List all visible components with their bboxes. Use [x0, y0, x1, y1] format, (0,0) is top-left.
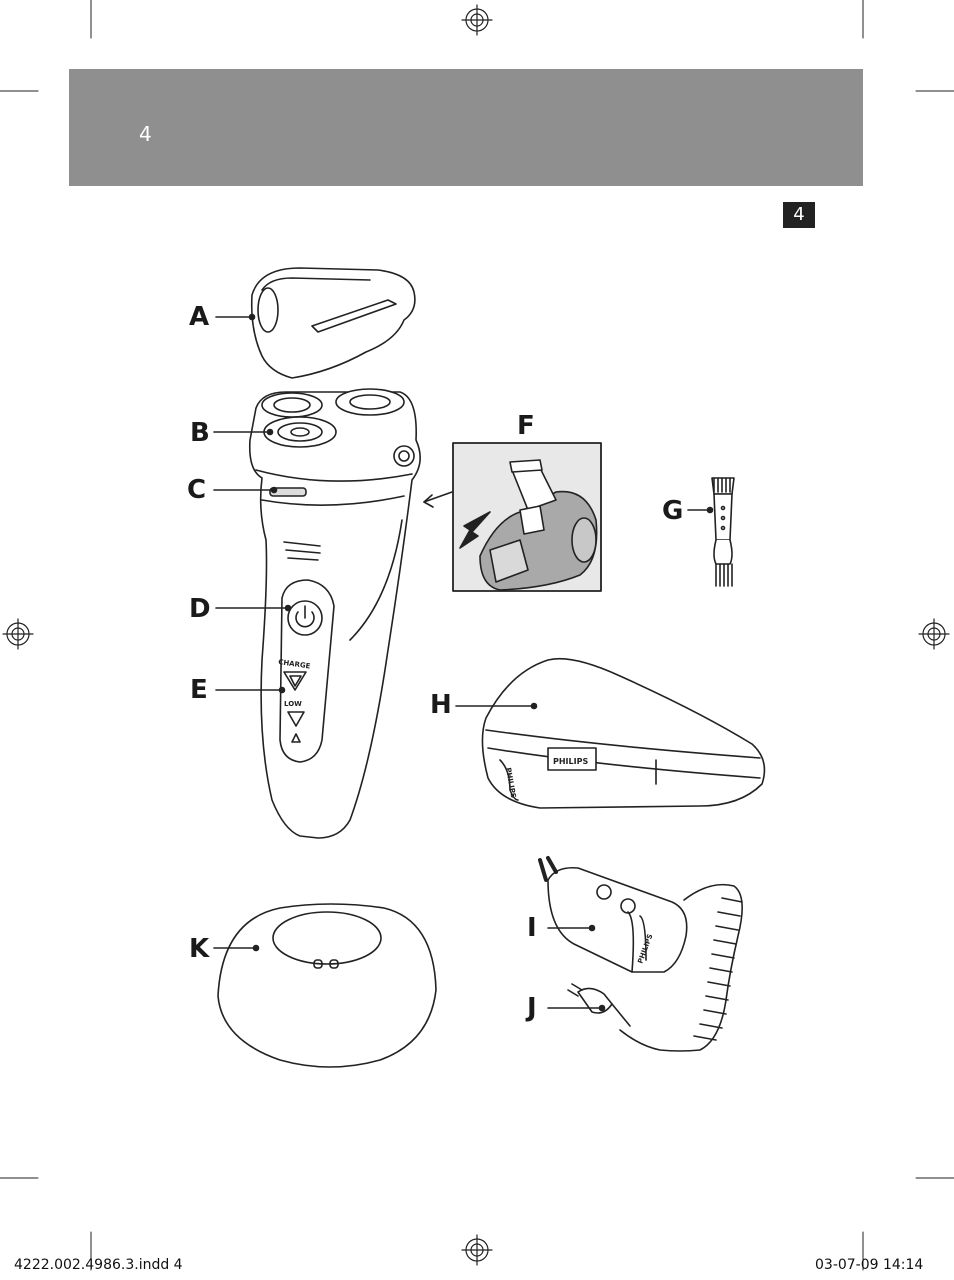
- header-page-number: 4: [139, 122, 152, 146]
- label-d: D: [189, 594, 211, 624]
- registration-marks: [3, 5, 949, 1265]
- footer-file-name: 4222.002.4986.3.indd 4: [14, 1257, 183, 1273]
- page-badge: 4: [783, 202, 815, 228]
- charging-stand-drawing: [218, 904, 436, 1067]
- label-b: B: [190, 418, 210, 448]
- label-f: F: [517, 411, 535, 441]
- pouch-drawing: [482, 659, 764, 808]
- protection-cap-drawing: [252, 268, 415, 378]
- label-k: K: [189, 934, 210, 964]
- pouch-brand-text: PHILIPS: [553, 757, 588, 766]
- low-text: LOW: [284, 700, 302, 708]
- shaver-body-drawing: [250, 389, 420, 838]
- cleaning-brush-drawing: [712, 478, 734, 586]
- label-a: A: [189, 302, 210, 332]
- leader-lines: [214, 315, 713, 1011]
- label-g: G: [662, 496, 684, 526]
- header-band: [69, 69, 863, 186]
- label-i: I: [527, 913, 537, 943]
- label-h: H: [430, 690, 452, 720]
- footer-date: 03-07-09 14:14: [815, 1257, 924, 1273]
- label-c: C: [187, 475, 207, 505]
- label-e: E: [190, 675, 208, 705]
- label-j: J: [527, 993, 537, 1023]
- adapter-drawing: [540, 858, 742, 1051]
- trimmer-inset-drawing: [453, 443, 601, 591]
